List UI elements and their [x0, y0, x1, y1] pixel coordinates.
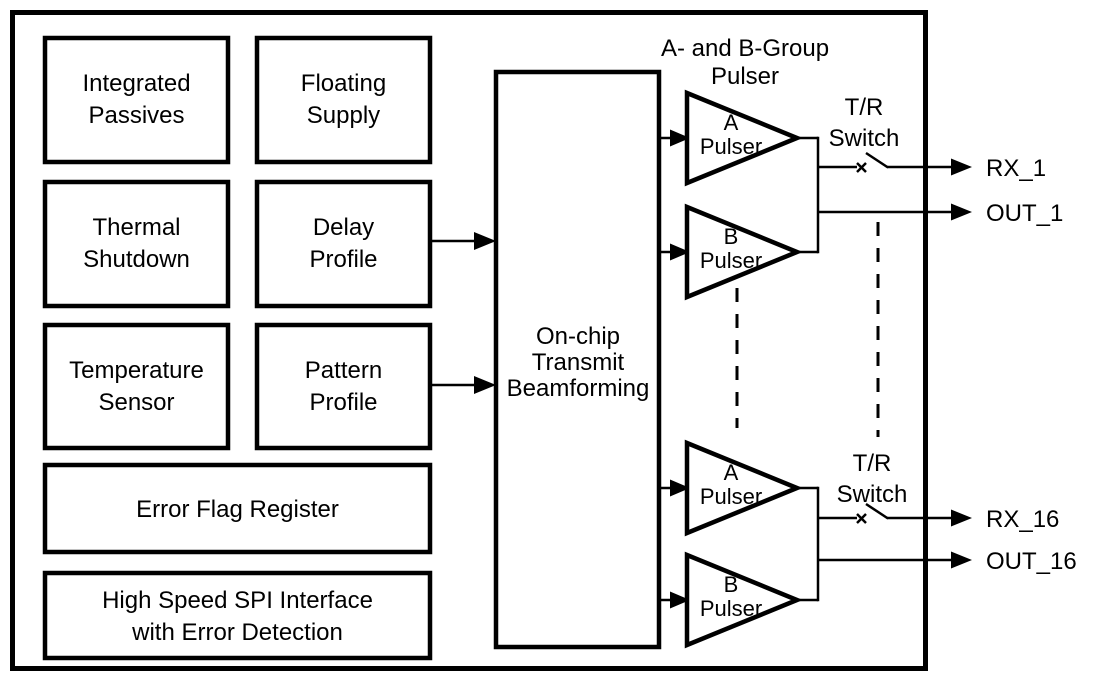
pulser-group-1: A Pulser B Pulser [684, 89, 820, 301]
block-delay-profile-label: Profile [309, 246, 377, 273]
arrowhead-icon [670, 479, 690, 497]
pulser-a-triangle [684, 439, 803, 537]
block-pattern-profile-label: Pattern [305, 357, 382, 384]
tr-switch-label: Switch [837, 481, 908, 508]
block-beamforming [493, 69, 662, 650]
switch-blade-icon [865, 151, 889, 169]
pattern-profile-arrow [430, 376, 496, 394]
block-temperature-sensor-label: Temperature [69, 357, 204, 384]
arrowhead-icon [670, 243, 690, 261]
pulser-b-label: B [724, 572, 739, 597]
block-integrated-passives-label: Passives [88, 102, 184, 129]
block-spi-interface [42, 570, 433, 661]
switch-blade-icon [865, 502, 889, 520]
block-floating-supply-label: Supply [307, 102, 380, 129]
block-beamforming-label: On-chip [536, 323, 620, 350]
delay-profile-arrow [430, 232, 496, 250]
block-integrated-passives-label: Integrated [82, 70, 190, 97]
arrowhead-icon [951, 551, 972, 569]
block-temperature-sensor [42, 322, 231, 451]
arrowhead-icon [951, 158, 972, 176]
tr-switch-1: T/R Switch RX_1 OUT_1 [818, 94, 1063, 227]
arrowhead-icon [951, 509, 972, 527]
block-delay-profile [254, 179, 433, 309]
pulser-group-title: Pulser [711, 63, 779, 90]
arrowhead-icon [474, 232, 496, 250]
left-blocks: Integrated Passives Thermal Shutdown Tem… [42, 35, 231, 451]
pulser-group-16: A Pulser B Pulser [684, 439, 820, 649]
port-out1-label: OUT_1 [986, 200, 1063, 227]
tr-switch-label: T/R [853, 450, 892, 477]
block-thermal-shutdown [42, 179, 231, 309]
port-out16-label: OUT_16 [986, 548, 1077, 575]
block-beamforming-label: Beamforming [507, 375, 650, 402]
block-thermal-shutdown-label: Thermal [92, 214, 180, 241]
block-spi-interface-label: High Speed SPI Interface [102, 587, 373, 614]
port-rx16-label: RX_16 [986, 506, 1059, 533]
pulser-b-label: B [724, 224, 739, 249]
block-delay-profile-label: Delay [313, 214, 374, 241]
arrowhead-icon [670, 129, 690, 147]
pulser-b-triangle [684, 203, 803, 301]
tr-switch-label: T/R [845, 94, 884, 121]
switch-contact-x-icon [856, 162, 867, 173]
pulser-b-label: Pulser [700, 248, 762, 273]
pulser-a-label: Pulser [700, 484, 762, 509]
arrowhead-icon [951, 203, 972, 221]
pulser-a-label: A [724, 460, 739, 485]
pulser-a-label: A [724, 110, 739, 135]
switch-contact-x-icon [856, 513, 867, 524]
pulser-a-triangle [684, 89, 803, 187]
arrowhead-icon [670, 591, 690, 609]
block-error-flag-register-label: Error Flag Register [136, 496, 339, 523]
block-thermal-shutdown-label: Shutdown [83, 246, 190, 273]
block-temperature-sensor-label: Sensor [98, 389, 174, 416]
tr-switch-label: Switch [829, 125, 900, 152]
pulser-a-label: Pulser [700, 134, 762, 159]
block-error-flag-register [42, 462, 433, 555]
block-spi-interface-label: with Error Detection [131, 619, 343, 646]
block-integrated-passives [42, 35, 231, 165]
tr-switch-16: T/R Switch RX_16 OUT_16 [818, 450, 1077, 575]
bottom-blocks: Error Flag Register High Speed SPI Inter… [42, 462, 433, 661]
pulser-b-triangle [684, 551, 803, 649]
pulser-group-title: A- and B-Group [661, 35, 829, 62]
port-rx1-label: RX_1 [986, 155, 1046, 182]
mid-blocks: Floating Supply Delay Profile Pattern Pr… [254, 35, 433, 451]
block-beamforming-label: Transmit [532, 349, 625, 376]
block-floating-supply-label: Floating [301, 70, 386, 97]
block-pattern-profile-label: Profile [309, 389, 377, 416]
block-pattern-profile [254, 322, 433, 451]
block-floating-supply [254, 35, 433, 165]
arrowhead-icon [474, 376, 496, 394]
pulser-b-label: Pulser [700, 596, 762, 621]
pulser-input-arrows [659, 129, 690, 609]
chip-outline [10, 10, 928, 671]
